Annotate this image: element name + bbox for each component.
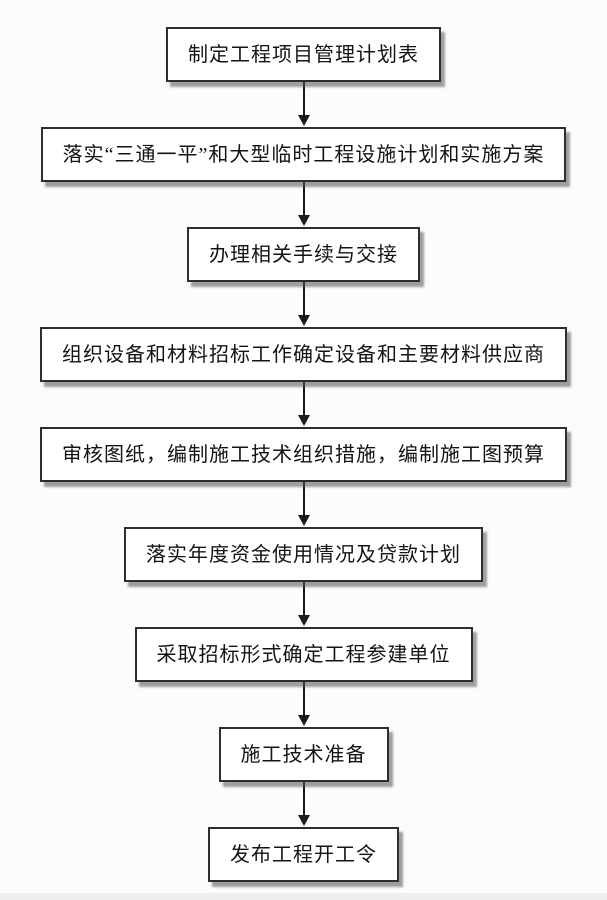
arrow-head-icon bbox=[297, 415, 310, 426]
down-arrow-8 bbox=[297, 782, 310, 827]
flow-node-1: 制定工程项目管理计划表 bbox=[166, 27, 441, 82]
flow-node-5: 审核图纸，编制施工技术组织措施，编制施工图预算 bbox=[40, 427, 567, 482]
arrow-head-icon bbox=[297, 115, 310, 126]
arrow-head-icon bbox=[297, 515, 310, 526]
arrow-shaft bbox=[302, 782, 305, 816]
bottom-edge-band bbox=[0, 893, 607, 900]
flow-node-6: 落实年度资金使用情况及贷款计划 bbox=[124, 527, 483, 582]
arrow-shaft bbox=[302, 682, 305, 716]
arrow-shaft bbox=[302, 382, 305, 416]
arrow-shaft bbox=[302, 82, 305, 116]
flow-node-2: 落实“三通一平”和大型临时工程设施计划和实施方案 bbox=[40, 127, 567, 182]
flow-node-8: 施工技术准备 bbox=[218, 727, 389, 782]
arrow-shaft bbox=[302, 182, 305, 216]
arrow-head-icon bbox=[297, 215, 310, 226]
down-arrow-2 bbox=[297, 182, 310, 227]
flow-node-4: 组织设备和材料招标工作确定设备和主要材料供应商 bbox=[40, 327, 567, 382]
down-arrow-7 bbox=[297, 682, 310, 727]
arrow-head-icon bbox=[297, 815, 310, 826]
flow-node-7: 采取招标形式确定工程参建单位 bbox=[134, 627, 473, 682]
arrow-shaft bbox=[302, 282, 305, 316]
arrow-shaft bbox=[302, 482, 305, 516]
arrow-head-icon bbox=[297, 315, 310, 326]
arrow-head-icon bbox=[297, 715, 310, 726]
arrow-shaft bbox=[302, 582, 305, 616]
arrow-head-icon bbox=[297, 615, 310, 626]
down-arrow-3 bbox=[297, 282, 310, 327]
down-arrow-5 bbox=[297, 482, 310, 527]
down-arrow-1 bbox=[297, 82, 310, 127]
flow-node-3: 办理相关手续与交接 bbox=[187, 227, 420, 282]
flow-node-9: 发布工程开工令 bbox=[208, 827, 399, 882]
down-arrow-4 bbox=[297, 382, 310, 427]
down-arrow-6 bbox=[297, 582, 310, 627]
